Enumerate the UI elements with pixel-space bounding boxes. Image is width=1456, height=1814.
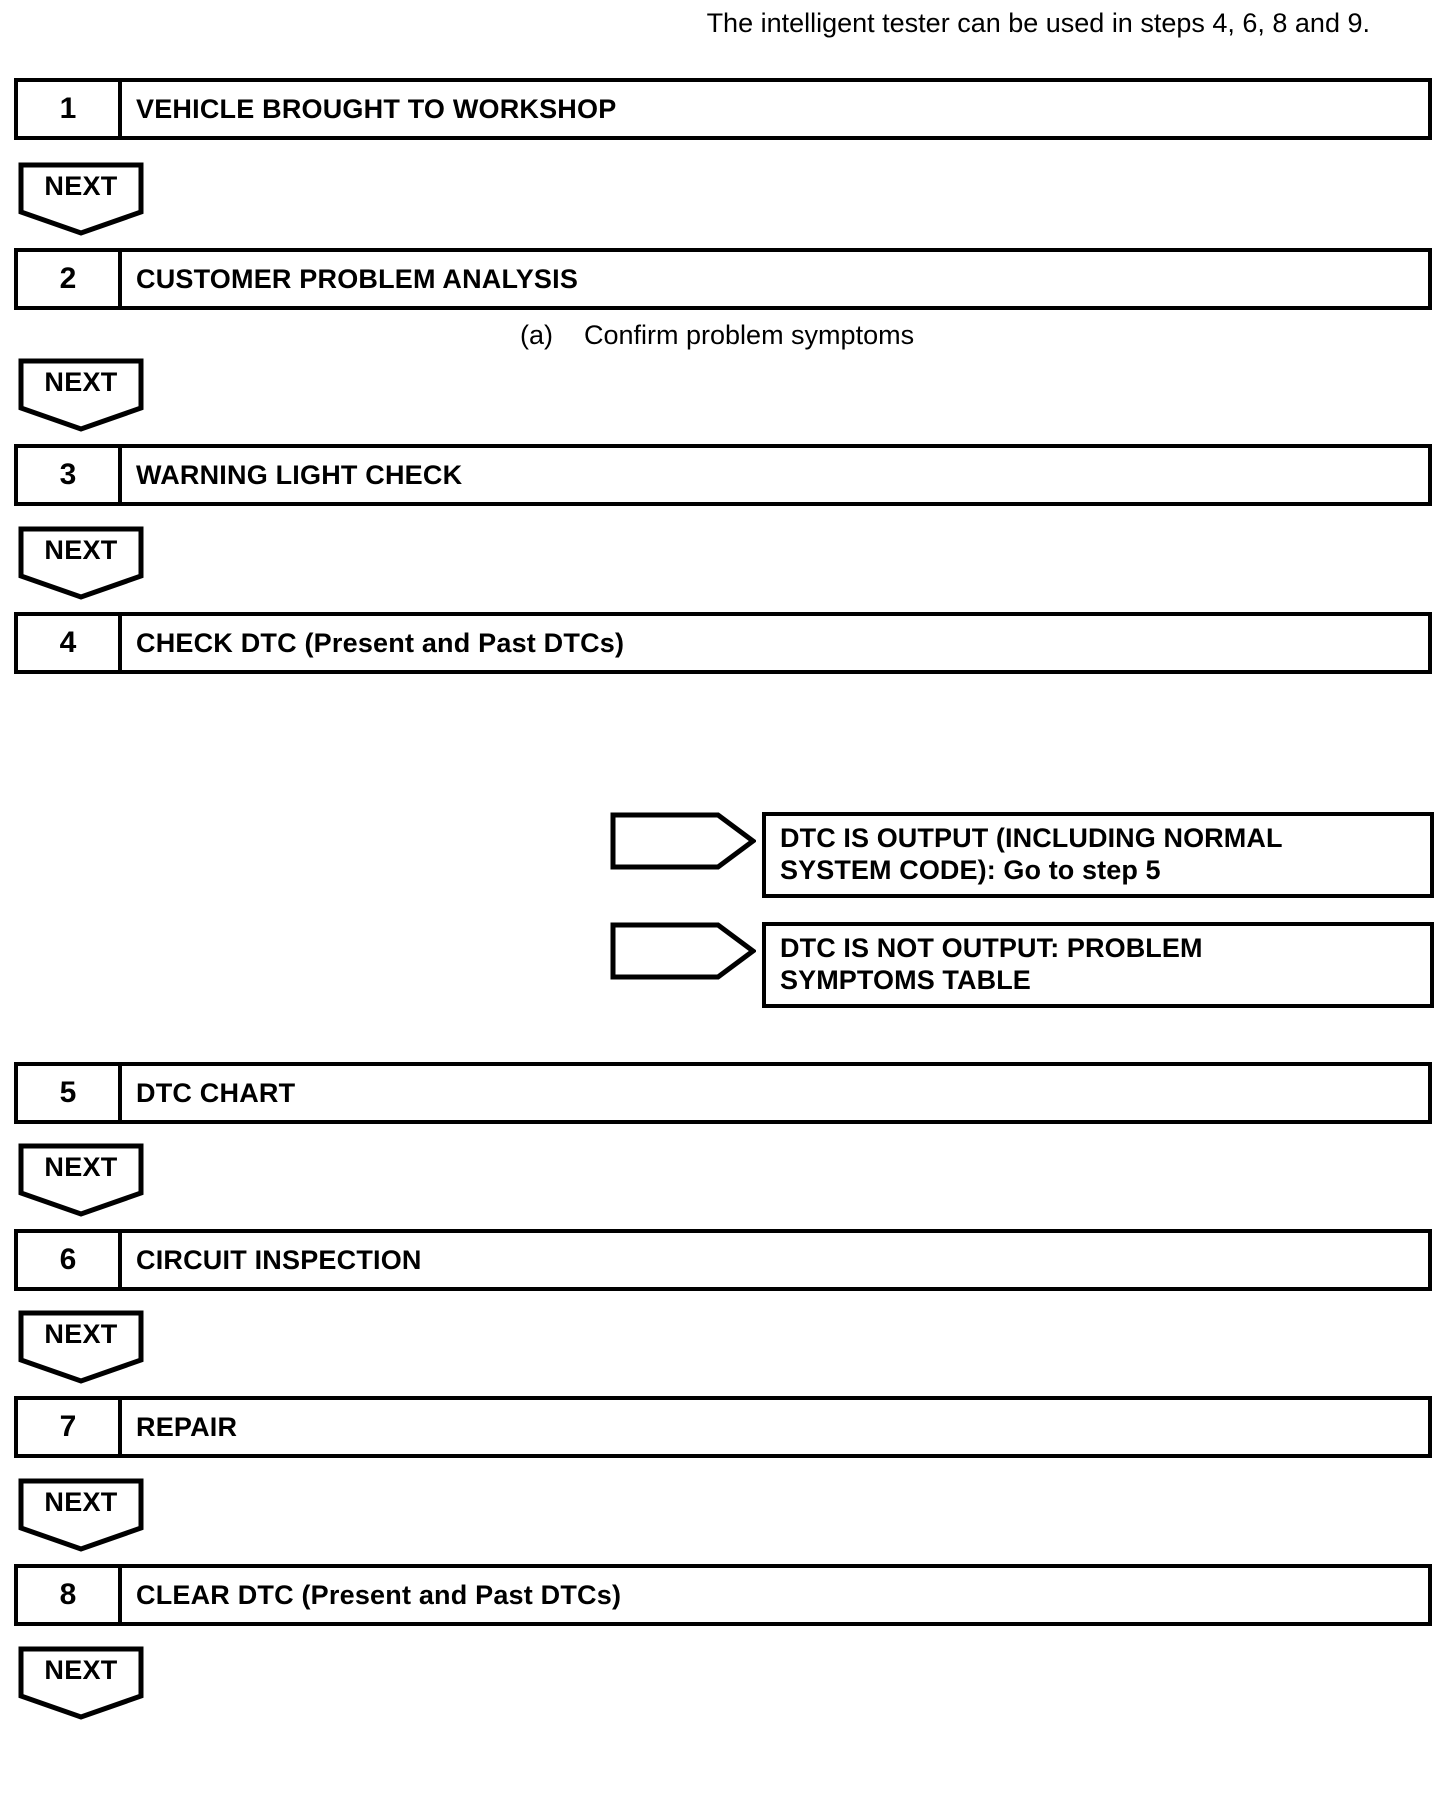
step-label-6: CIRCUIT INSPECTION: [136, 1244, 422, 1275]
sub-note-text: Confirm problem symptoms: [584, 320, 915, 350]
next-label-1: NEXT: [44, 171, 118, 201]
step-number-6: 6: [18, 1233, 122, 1287]
next-connector-7: NEXT: [18, 1646, 144, 1720]
branch-line-1a: DTC IS OUTPUT (INCLUDING NORMAL: [780, 823, 1283, 853]
step-label-7: REPAIR: [136, 1411, 238, 1442]
step-number-7: 7: [18, 1400, 122, 1454]
step-row-1: 1 VEHICLE BROUGHT TO WORKSHOP: [14, 78, 1432, 140]
step-label-5: DTC CHART: [136, 1077, 296, 1108]
step-number-8: 8: [18, 1568, 122, 1622]
branch-line-1b: SYSTEM CODE): Go to step 5: [780, 855, 1161, 886]
step-row-5: 5 DTC CHART: [14, 1062, 1432, 1124]
header-note: The intelligent tester can be used in st…: [706, 8, 1370, 38]
branch-arrow-icon-2: [610, 922, 756, 980]
step-number-5: 5: [18, 1066, 122, 1120]
next-label-6: NEXT: [44, 1487, 118, 1517]
step-number-1: 1: [18, 82, 122, 136]
next-connector-5: NEXT: [18, 1310, 144, 1384]
step-label-4: CHECK DTC (Present and Past DTCs): [136, 627, 625, 658]
step-label-2: CUSTOMER PROBLEM ANALYSIS: [136, 263, 579, 294]
branch-line-2a: DTC IS NOT OUTPUT: PROBLEM: [780, 933, 1203, 963]
next-connector-2: NEXT: [18, 358, 144, 432]
sub-note-marker: (a): [520, 320, 553, 350]
step-label-1: VEHICLE BROUGHT TO WORKSHOP: [136, 93, 617, 124]
step-row-2: 2 CUSTOMER PROBLEM ANALYSIS: [14, 248, 1432, 310]
next-label-4: NEXT: [44, 1152, 118, 1182]
step-label-8: CLEAR DTC (Present and Past DTCs): [136, 1579, 622, 1610]
step-row-6: 6 CIRCUIT INSPECTION: [14, 1229, 1432, 1291]
next-connector-3: NEXT: [18, 526, 144, 600]
next-label-5: NEXT: [44, 1319, 118, 1349]
step-number-2: 2: [18, 252, 122, 306]
branch-arrow-icon-1: [610, 812, 756, 870]
next-connector-6: NEXT: [18, 1478, 144, 1552]
next-label-7: NEXT: [44, 1655, 118, 1685]
step-number-3: 3: [18, 448, 122, 502]
next-connector-1: NEXT: [18, 162, 144, 236]
next-connector-4: NEXT: [18, 1143, 144, 1217]
step-label-3: WARNING LIGHT CHECK: [136, 459, 463, 490]
next-label-2: NEXT: [44, 367, 118, 397]
step-row-4: 4 CHECK DTC (Present and Past DTCs): [14, 612, 1432, 674]
step-number-4: 4: [18, 616, 122, 670]
step-row-7: 7 REPAIR: [14, 1396, 1432, 1458]
branch-box-1: DTC IS OUTPUT (INCLUDING NORMAL SYSTEM C…: [762, 812, 1434, 899]
branch-line-2b: SYMPTOMS TABLE: [780, 965, 1031, 996]
branch-box-2: DTC IS NOT OUTPUT: PROBLEM SYMPTOMS TABL…: [762, 922, 1434, 1009]
next-label-3: NEXT: [44, 535, 118, 565]
sub-note-confirm-symptoms: (a) Confirm problem symptoms: [520, 320, 914, 351]
step-row-8: 8 CLEAR DTC (Present and Past DTCs): [14, 1564, 1432, 1626]
step-row-3: 3 WARNING LIGHT CHECK: [14, 444, 1432, 506]
